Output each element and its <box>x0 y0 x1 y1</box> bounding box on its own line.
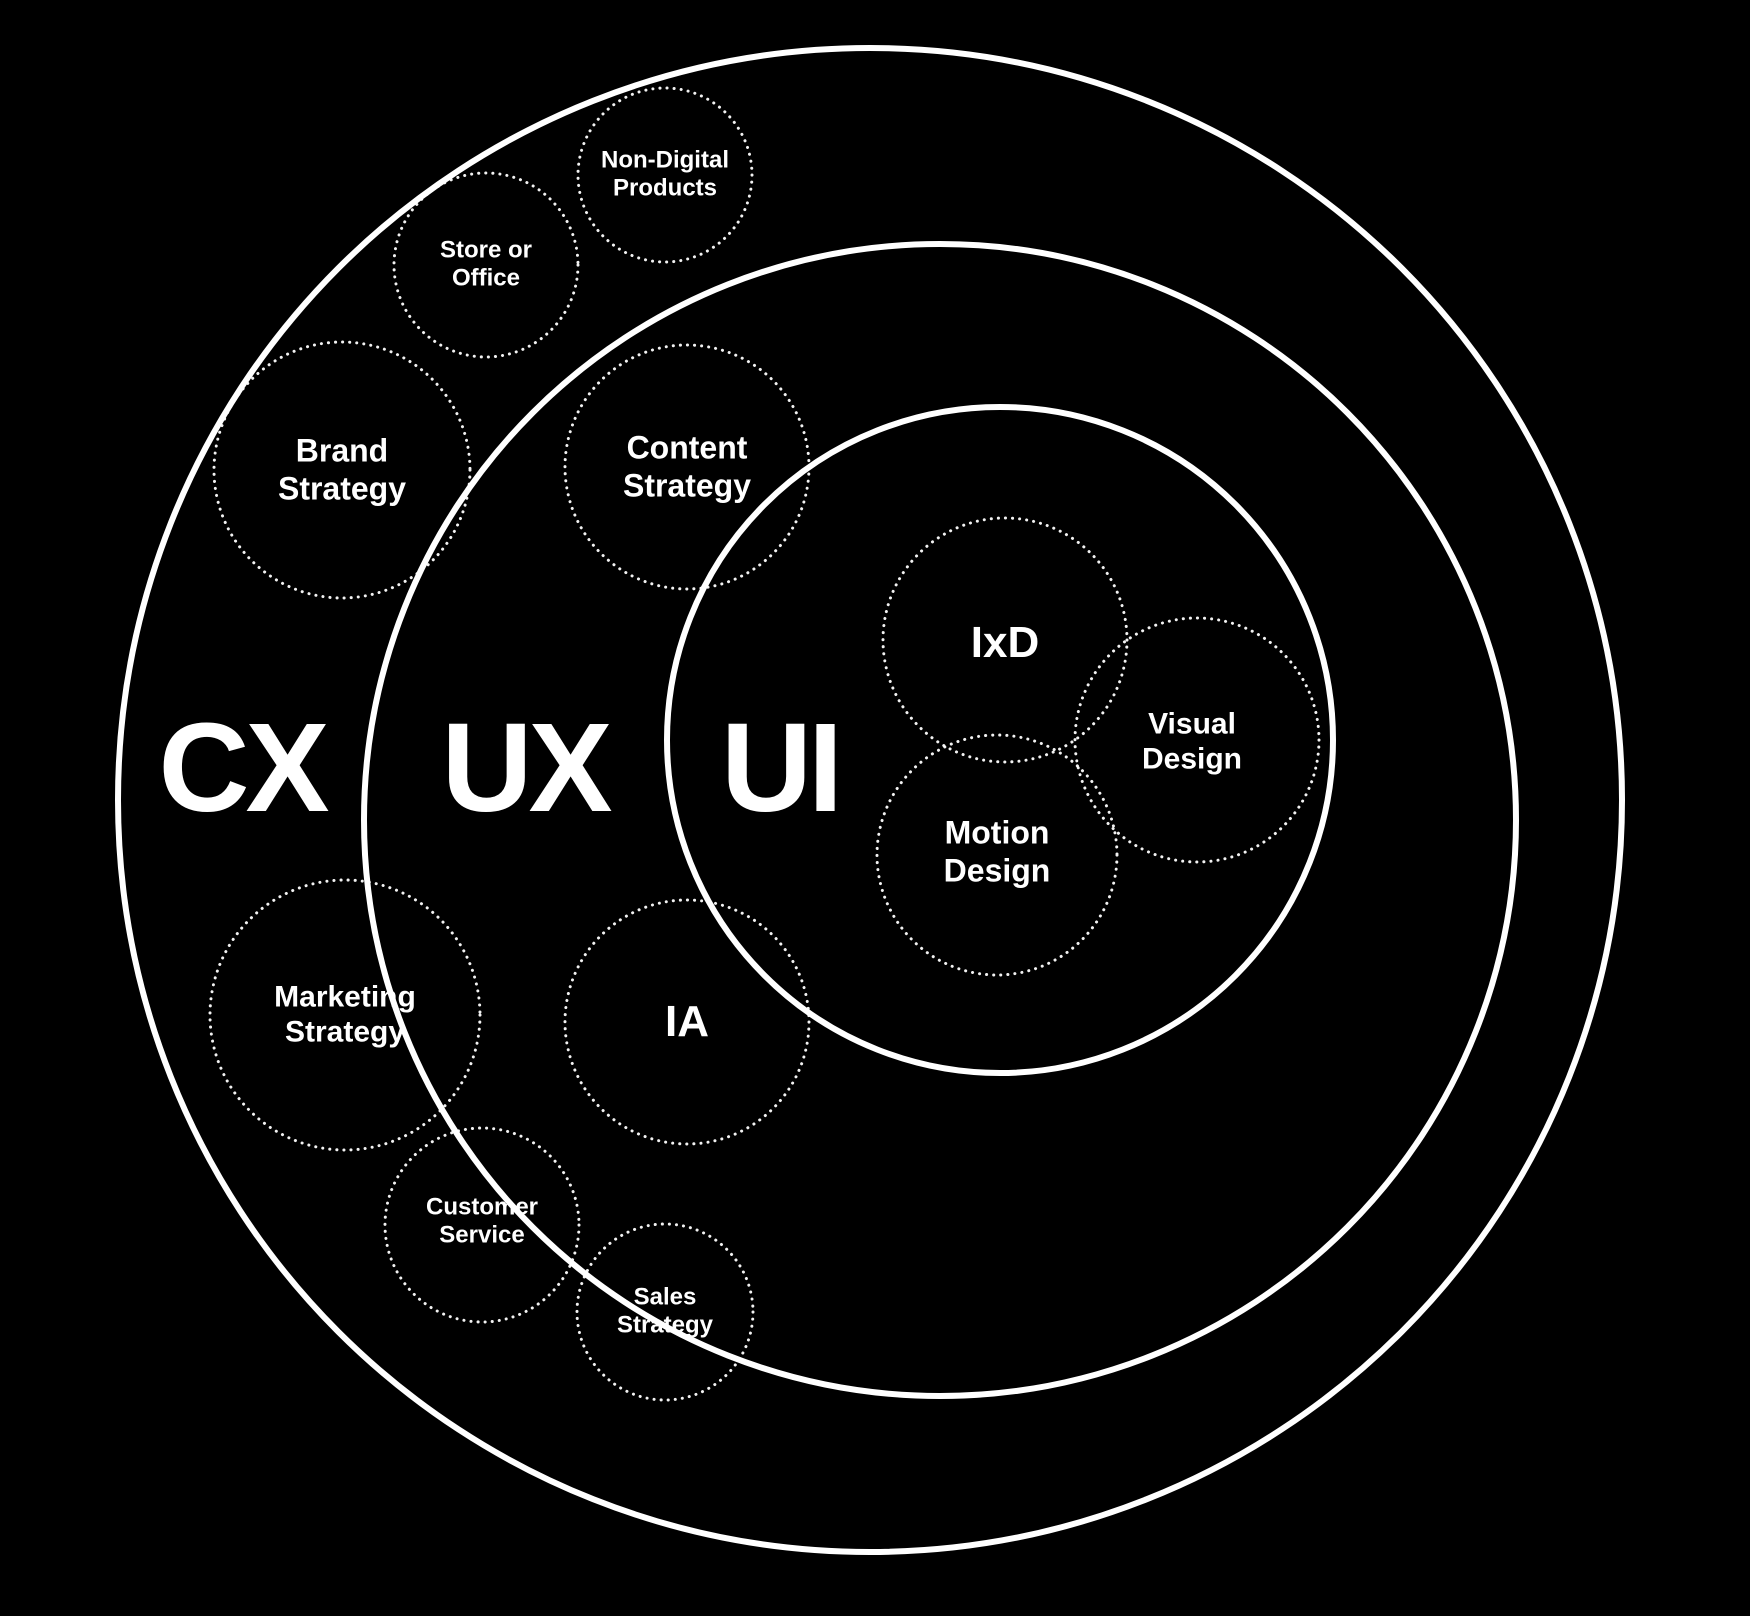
content-strategy-label: Content Strategy <box>622 429 752 503</box>
visual-design-label: Visual Design <box>1141 707 1243 776</box>
customer-service-label: Customer Service <box>425 1193 539 1249</box>
marketing-strategy-circle <box>208 878 482 1152</box>
ixd-label: IxD <box>970 618 1040 668</box>
motion-design-label: Motion Design <box>943 814 1051 888</box>
brand-strategy-circle <box>212 340 472 600</box>
ux-label: UX <box>441 697 612 838</box>
non-digital-products-label: Non-Digital Products <box>601 146 729 202</box>
sales-strategy-label: Sales Strategy <box>616 1283 714 1339</box>
cx-label: CX <box>158 697 329 838</box>
ux-ring-circle <box>361 241 1519 1399</box>
store-or-office-label: Store or Office <box>439 236 532 292</box>
ui-label: UI <box>721 697 843 838</box>
sales-strategy-circle <box>575 1222 755 1402</box>
cx-ring-circle <box>115 45 1625 1555</box>
store-or-office-circle <box>392 171 580 359</box>
motion-design-circle <box>875 733 1119 977</box>
customer-service-circle <box>383 1126 581 1324</box>
ia-label: IA <box>665 997 709 1047</box>
ia-circle <box>563 898 811 1146</box>
brand-strategy-label: Brand Strategy <box>277 432 407 506</box>
ui-ring-circle <box>664 404 1336 1076</box>
non-digital-products-circle <box>576 86 754 264</box>
content-strategy-circle <box>563 343 811 591</box>
ixd-circle <box>881 516 1129 764</box>
marketing-strategy-label: Marketing Strategy <box>274 980 416 1049</box>
visual-design-circle <box>1073 616 1321 864</box>
